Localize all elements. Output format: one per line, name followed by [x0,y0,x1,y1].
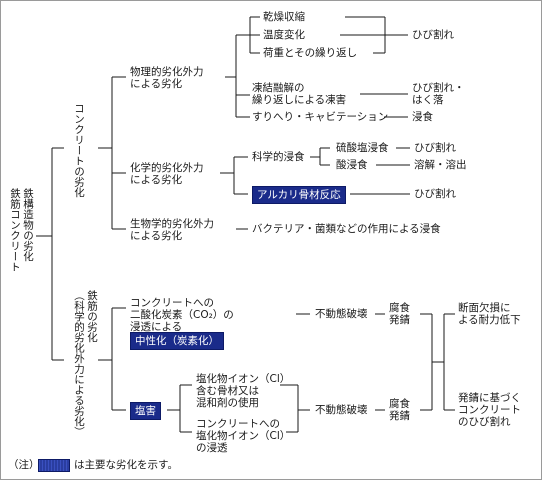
legend-swatch [38,459,70,472]
abrasion-label: すりへり・キャビテーション [252,111,389,123]
acid-result: 溶解・溶出 [414,159,467,171]
sulfate-result: ひび割れ [414,142,456,154]
passive-break-2: 不動態破壊 [315,404,368,416]
salt-damage-highlight: 塩害 [130,402,161,420]
load-repetition: 荷重とその繰り返し [263,47,358,59]
bacteria-erosion-label: バクテリア・菌類などの作用による浸食 [252,223,441,235]
passive-break-1: 不動態破壊 [315,308,368,320]
section-loss-effect: 断面欠損に よる耐力低下 [458,302,521,326]
legend-text: は主要な劣化を示す。 [74,459,178,471]
abrasion-result: 浸食 [412,111,433,123]
root-label: 鉄構造物の劣化 鉄筋コンクリート [9,188,34,272]
concrete-degradation-label: コンクリートの劣化 [73,103,85,198]
physical-crack-result: ひび割れ [412,29,454,41]
chemical-force-label: 化学的劣化外力 による劣化 [130,162,204,186]
acid-attack-label: 酸浸食 [336,159,368,171]
neutralization-highlight: 中性化（炭素化） [130,332,224,350]
temperature-change: 温度変化 [263,29,305,41]
rust-crack-effect: 発錆に基づく コンクリート のひび割れ [458,392,521,428]
biological-force-label: 生物学的劣化外力 による劣化 [130,218,214,242]
alkali-aggregate-reaction-highlight: アルカリ骨材反応 [252,186,346,204]
co2-penetration-label: コンクリートへの 二酸化炭素（CO₂）の 浸透による [130,297,234,333]
drying-shrinkage: 乾燥収縮 [263,11,305,23]
physical-force-label: 物理的劣化外力 による劣化 [130,66,204,90]
freeze-thaw-result: ひび割れ・ はく落 [412,82,465,106]
asr-result: ひび割れ [414,188,456,200]
freeze-thaw-label: 凍結融解の 繰り返しによる凍害 [252,82,347,106]
chloride-aggregate-label: 塩化物イオン（Cl） 含む骨材又は 混和剤の使用 [196,373,291,409]
chloride-penetration-label: コンクリートへの 塩化物イオン（Cl） の浸透 [196,418,291,454]
rebar-degradation-label: 鉄筋の劣化 （科学的劣化外力による劣化） [73,290,98,437]
corrosion-1: 腐食 発錆 [389,302,410,326]
corrosion-2: 腐食 発錆 [389,398,410,422]
legend-prefix: （注） [8,459,40,471]
chemical-erosion-label: 科学的浸食 [252,151,305,163]
sulfate-attack-label: 硫酸塩浸食 [336,142,389,154]
